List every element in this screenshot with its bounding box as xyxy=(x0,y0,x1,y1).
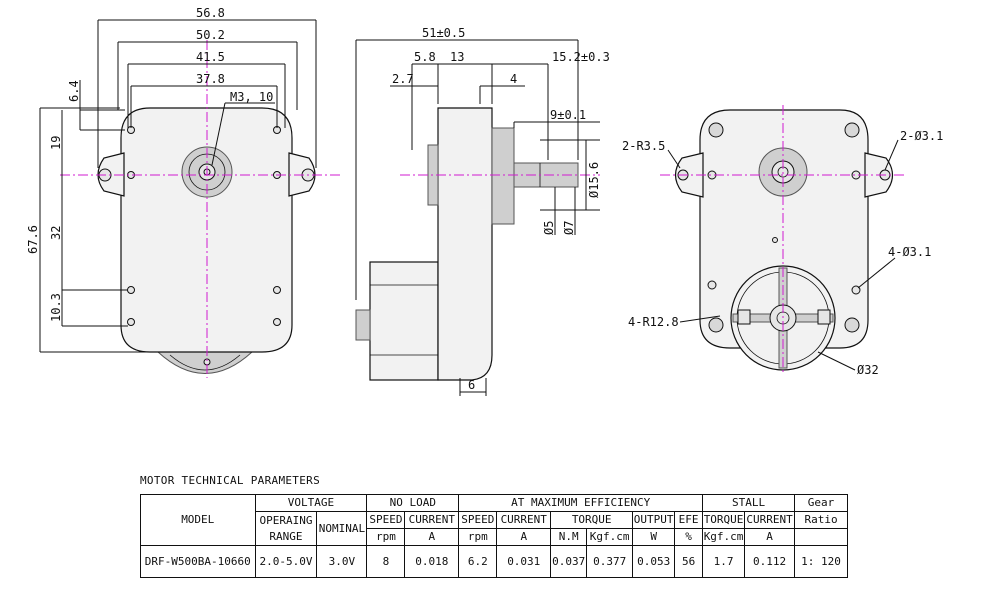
dim-6: 6 xyxy=(468,378,475,392)
dim-32: 32 xyxy=(49,226,63,240)
unit-kgfcm: Kgf.cm xyxy=(586,528,634,546)
dim-15-2: 15.2±0.3 xyxy=(552,50,610,64)
col-me-output: OUTPUT xyxy=(632,511,676,529)
col-st-current: CURRENT xyxy=(744,511,796,529)
dim-2-d3-1: 2-Ø3.1 xyxy=(900,129,943,143)
back-view: 2-R3.5 2-Ø3.1 4-Ø3.1 4-R12.8 Ø32 xyxy=(622,105,943,377)
motor-body xyxy=(369,261,439,381)
dim-5-8: 5.8 xyxy=(414,50,436,64)
dim-d32: Ø32 xyxy=(857,363,879,377)
dim-10-3: 10.3 xyxy=(49,293,63,322)
dim-56-8: 56.8 xyxy=(196,6,225,20)
unit-a: A xyxy=(496,528,552,546)
cell-me-output: 0.053 xyxy=(632,545,676,578)
gearbox-side xyxy=(437,107,493,381)
col-nominal: NOMINAL xyxy=(316,511,368,546)
technical-drawing: 56.8 50.2 41.5 37.8 M3, 10 6.4 67.6 19 3… xyxy=(26,6,943,396)
cell-me-speed: 6.2 xyxy=(458,545,498,578)
dim-2-7: 2.7 xyxy=(392,72,414,86)
cell-st-torque: 1.7 xyxy=(702,545,746,578)
unit-pct: % xyxy=(674,528,704,546)
dim-4-r12-8: 4-R12.8 xyxy=(628,315,679,329)
cell-me-torque-nm: 0.037 xyxy=(550,545,588,578)
dim-6-4: 6.4 xyxy=(67,80,81,102)
side-view: 51±0.5 5.8 13 15.2±0.3 2.7 4 9±0.1 Ø15.6… xyxy=(355,26,610,396)
unit-a: A xyxy=(744,528,796,546)
col-st-torque: TORQUE xyxy=(702,511,746,529)
dim-19: 19 xyxy=(49,136,63,150)
unit-kgfcm: Kgf.cm xyxy=(702,528,746,546)
col-me-speed: SPEED xyxy=(458,511,498,529)
dim-37-8: 37.8 xyxy=(196,72,225,86)
col-stall: STALL xyxy=(702,494,796,512)
cell-range: 2.0-5.0V xyxy=(254,545,318,578)
unit-nm: N.M xyxy=(550,528,588,546)
dim-4: 4 xyxy=(510,72,517,86)
col-model: MODEL xyxy=(140,494,256,546)
cell-nominal: 3.0V xyxy=(316,545,368,578)
dim-4-d3-1: 4-Ø3.1 xyxy=(888,245,931,259)
cell-nl-speed: 8 xyxy=(366,545,406,578)
dim-m3: M3, 10 xyxy=(230,90,273,104)
unit-blank xyxy=(794,528,848,546)
dim-51: 51±0.5 xyxy=(422,26,465,40)
cell-model: DRF-W500BA-10660 xyxy=(140,545,256,578)
dim-67-6: 67.6 xyxy=(26,225,40,254)
unit-a: A xyxy=(404,528,460,546)
dim-13: 13 xyxy=(450,50,464,64)
unit-rpm: rpm xyxy=(458,528,498,546)
front-view: 56.8 50.2 41.5 37.8 M3, 10 6.4 67.6 19 3… xyxy=(26,6,340,378)
dim-9: 9±0.1 xyxy=(550,108,586,122)
col-me-torque: TORQUE xyxy=(550,511,634,529)
cell-st-current: 0.112 xyxy=(744,545,796,578)
col-max-efficiency: AT MAXIMUM EFFICIENCY xyxy=(458,494,704,512)
col-voltage: VOLTAGE xyxy=(254,494,368,512)
col-nl-current: CURRENT xyxy=(404,511,460,529)
dim-d7: Ø7 xyxy=(562,221,576,235)
col-gear: Gear xyxy=(794,494,848,512)
col-me-efe: EFE xyxy=(674,511,704,529)
cell-nl-current: 0.018 xyxy=(404,545,460,578)
motor-parameters-table: MODEL VOLTAGE NO LOAD AT MAXIMUM EFFICIE… xyxy=(140,494,848,578)
col-no-load: NO LOAD xyxy=(366,494,460,512)
dim-50-2: 50.2 xyxy=(196,28,225,42)
col-me-current: CURRENT xyxy=(496,511,552,529)
col-nl-speed: SPEED xyxy=(366,511,406,529)
hub xyxy=(491,127,515,225)
dim-d5: Ø5 xyxy=(542,221,556,235)
dim-d15-6: Ø15.6 xyxy=(587,162,601,198)
table-title: MOTOR TECHNICAL PARAMETERS xyxy=(140,474,320,487)
cell-gear: 1: 120 xyxy=(794,545,848,578)
dim-2-r3-5: 2-R3.5 xyxy=(622,139,665,153)
unit-rpm: rpm xyxy=(366,528,406,546)
unit-w: W xyxy=(632,528,676,546)
cell-me-current: 0.031 xyxy=(496,545,552,578)
dim-41-5: 41.5 xyxy=(196,50,225,64)
cell-me-efe: 56 xyxy=(674,545,704,578)
cell-me-torque-kgf: 0.377 xyxy=(586,545,634,578)
col-gear-ratio: Ratio xyxy=(794,511,848,529)
